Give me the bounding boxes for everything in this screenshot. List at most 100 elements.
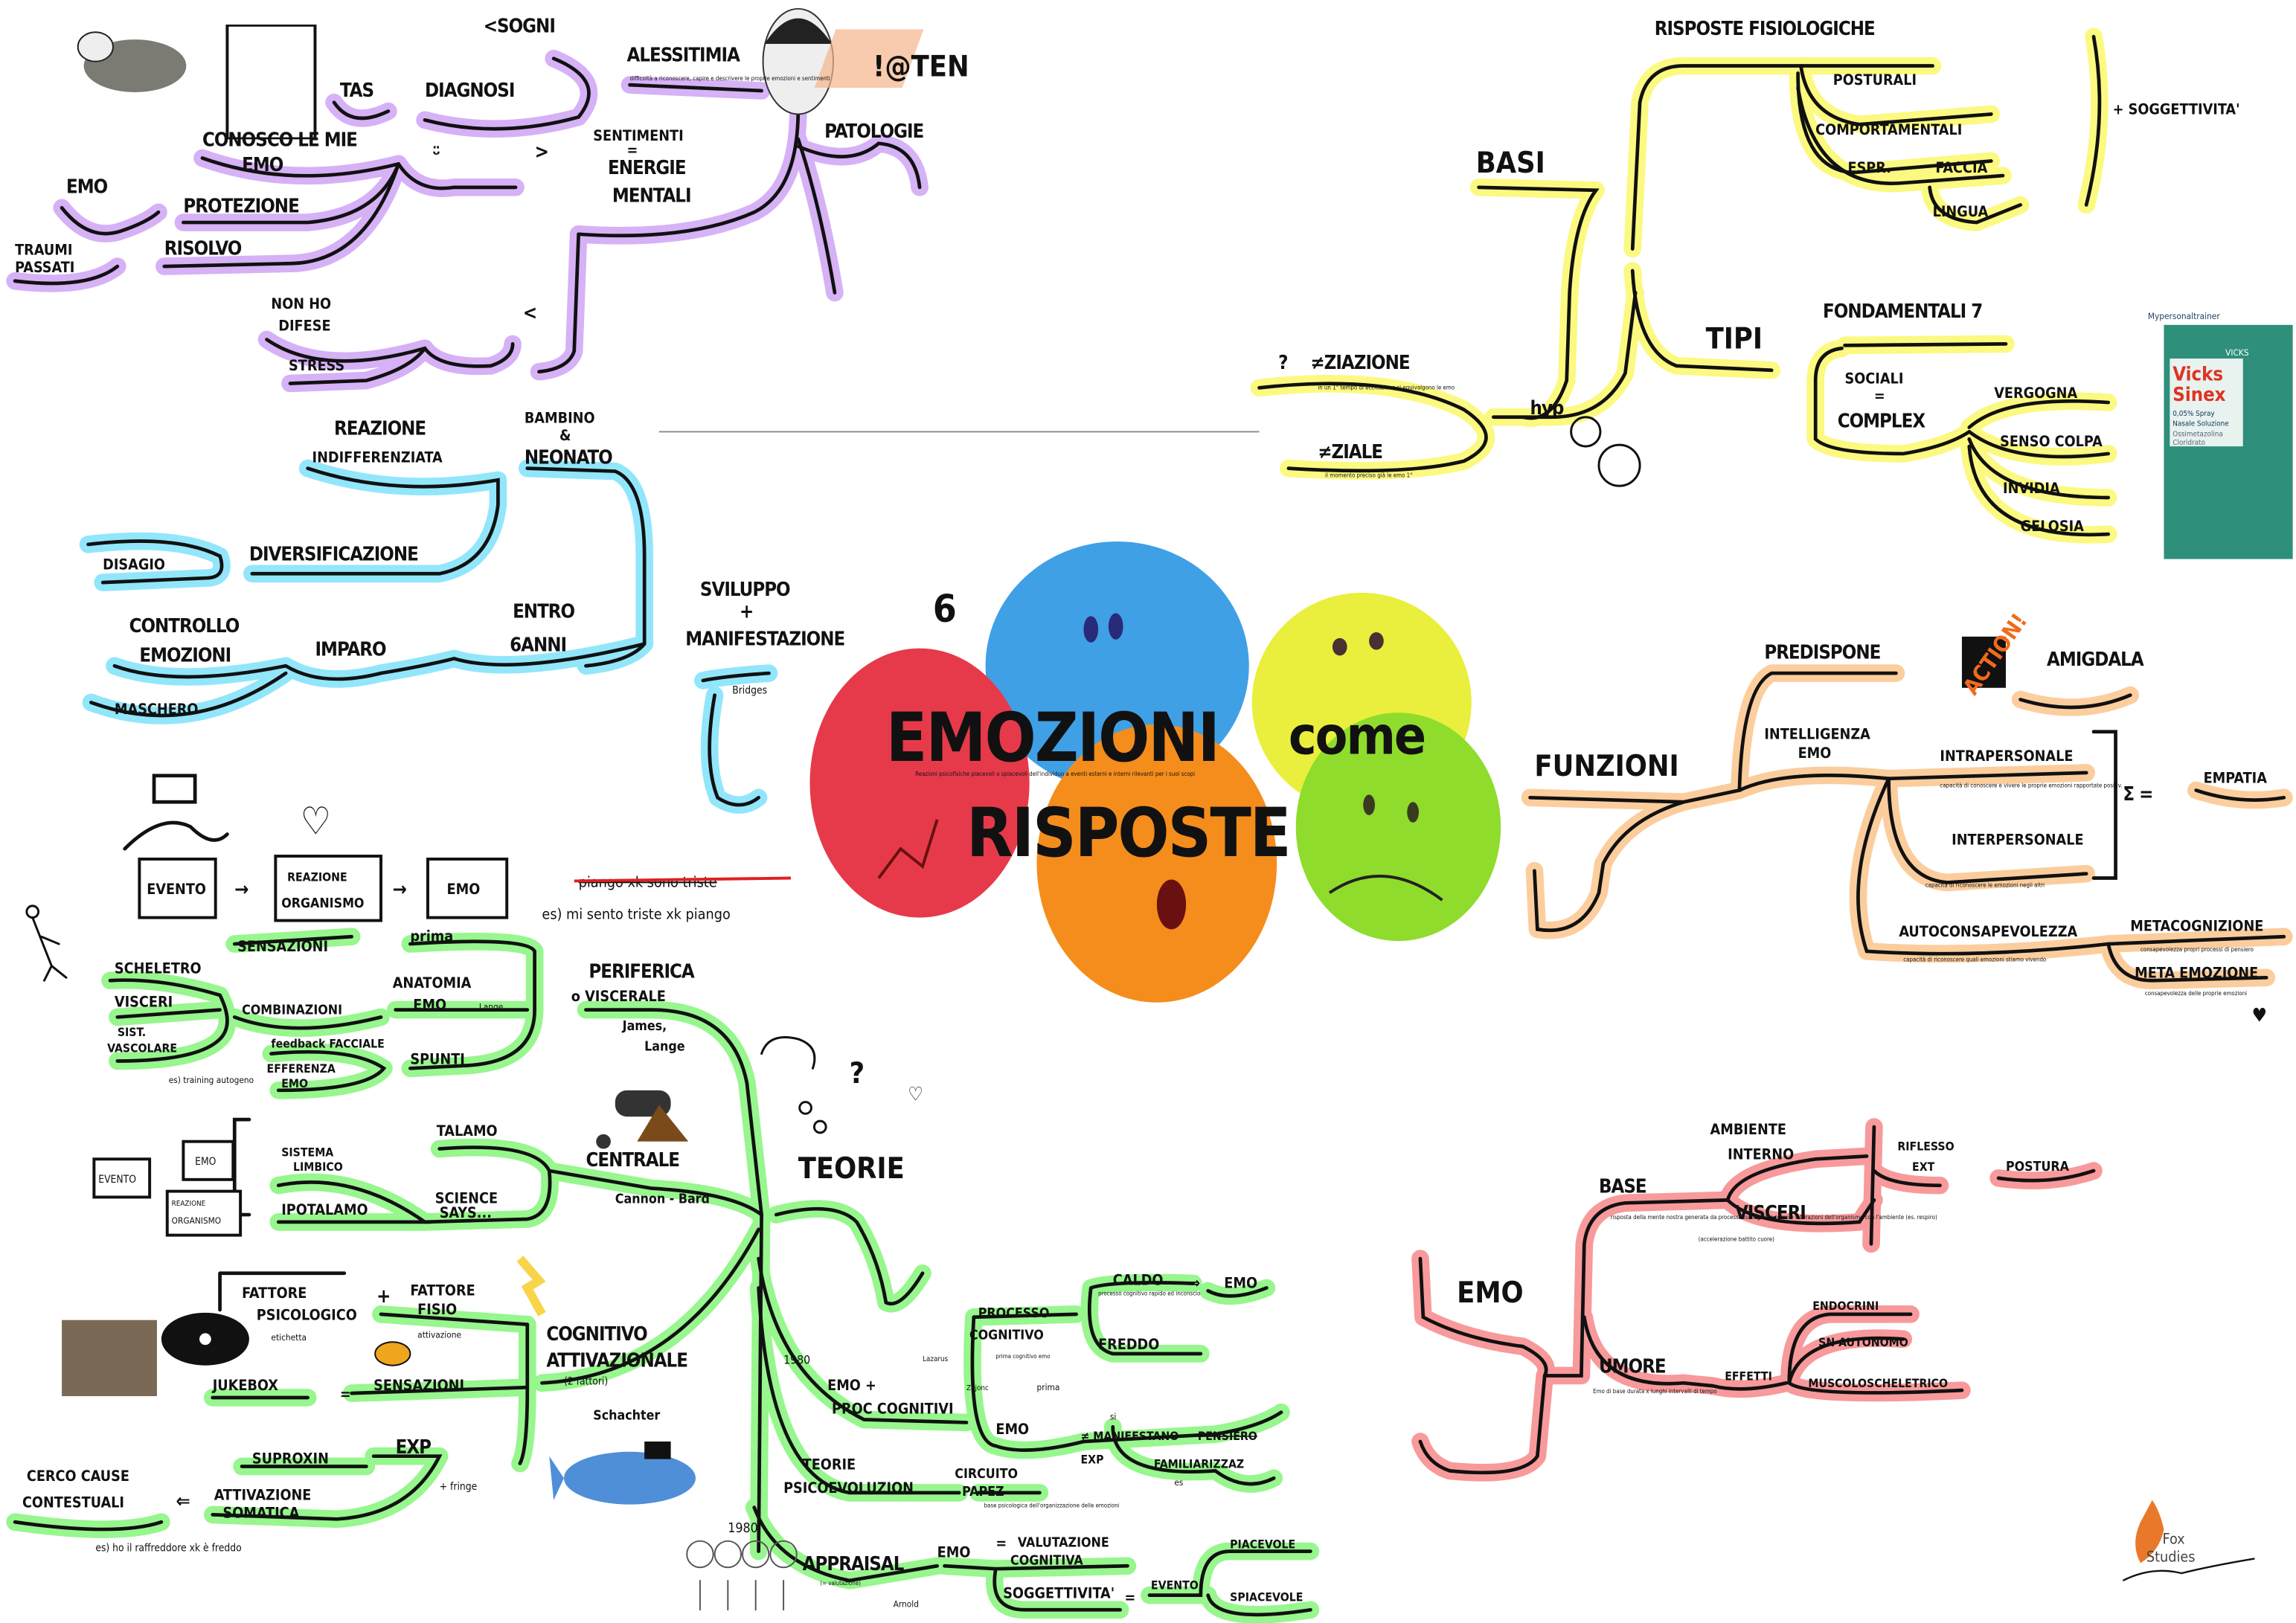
node-sentimenti-line1: SENTIMENTI: [593, 127, 683, 144]
flow-arrow-1: →: [234, 878, 248, 901]
node-prima: prima: [410, 928, 453, 945]
node-lingua: LINGUA: [1933, 203, 1989, 220]
node-alessitimia: ALESSITIMIA: [627, 45, 741, 67]
node-disagio: DISAGIO: [103, 556, 165, 573]
node-cerco-line1: CERCO CAUSE: [27, 1468, 129, 1485]
node-circuito-line2: PAPEZ: [962, 1485, 1004, 1500]
neq-sign: =: [995, 1535, 1007, 1552]
node-bambino-line1: BAMBINO: [525, 410, 595, 427]
label-prima: prima: [1036, 1382, 1059, 1392]
label-zajonc: Zajonc: [966, 1384, 989, 1392]
rollercoaster-doodle: [123, 774, 229, 851]
node-reazione-line2: INDIFFERENZIATA: [312, 449, 443, 466]
node-sogni: <SOGNI: [484, 15, 555, 37]
ziazione-note: in un 1° tempo di eccitazione si equival…: [1318, 384, 1455, 391]
node-comportamentali: COMPORTAMENTALI: [1815, 121, 1962, 138]
node-jukebox: JUKEBOX: [212, 1377, 279, 1394]
node-freddo: FREDDO: [1098, 1336, 1159, 1353]
node-traumi-line1: TRAUMI: [15, 241, 72, 258]
label-schachter: Schachter: [593, 1409, 660, 1424]
node-cerco-line2: CONTESTUALI: [22, 1494, 124, 1511]
node-processo-line2: COGNITIVO: [969, 1328, 1044, 1343]
node-anatomia-line1: ANATOMIA: [393, 974, 472, 992]
node-conosco-line2: EMO: [242, 154, 283, 176]
node-reazione-line1: REAZIONE: [334, 417, 426, 440]
node-vergogna: VERGOGNA: [1994, 385, 2077, 402]
branch-funzioni: FUNZIONI PREDISPONE ACTION! AMIGDALA INT…: [1521, 609, 2293, 1026]
node-valutazione-line1: VALUTAZIONE: [1018, 1536, 1109, 1551]
flow-emo: EMO: [447, 881, 481, 898]
badger-image: [77, 31, 187, 92]
node-protezione: PROTEZIONE: [183, 195, 299, 217]
node-controllo-line1: CONTROLLO: [129, 615, 240, 637]
node-traumi-line2: PASSATI: [15, 259, 74, 276]
node-tas: TAS: [340, 80, 373, 102]
node-attivazione-line1: ATTIVAZIONE: [214, 1487, 312, 1504]
node-stress: STRESS: [289, 357, 344, 374]
node-processo-line1: PROCESSO: [978, 1306, 1050, 1321]
node-psicoevo-line2: PSICOEVOLUZION: [783, 1479, 914, 1497]
node-attivazione-line2: SOMATICA: [223, 1504, 300, 1521]
hashtag-doodle-icon: [1597, 443, 1641, 487]
mini-box-reazione: [165, 1189, 243, 1237]
node-emo-red: EMO: [1457, 1276, 1524, 1310]
node-soggettivita: + SOGGETTIVITA': [2113, 100, 2240, 118]
node-fondamentali: FONDAMENTALI 7: [1823, 301, 1982, 323]
node-teorie: TEORIE: [798, 1151, 905, 1186]
alessitimia-note: difficoltà a riconoscere, capire e descr…: [629, 75, 830, 82]
node-effetti: EFFETTI: [1725, 1369, 1772, 1383]
node-risposte-fisiologiche: RISPOSTE FISIOLOGICHE: [1655, 18, 1875, 40]
label-james: James,: [622, 1019, 667, 1034]
clapperboard-icon: [1961, 636, 2006, 688]
mini-evento: EVENTO: [98, 1174, 136, 1186]
scribble-text: !@TEN: [873, 49, 969, 83]
node-difese-line2: DIFESE: [278, 318, 330, 335]
node-suproxin: SUPROXIN: [252, 1450, 329, 1468]
correct-example: es) mi sento triste xk piango: [542, 906, 730, 923]
label-attivazione: attivazione: [417, 1329, 461, 1340]
left-arrow: ⇐: [176, 1491, 190, 1513]
node-periferica-line1: PERIFERICA: [589, 960, 695, 983]
label-lazarus: Lazarus: [923, 1355, 949, 1363]
central-title: 6 EMOZIONI come RISPOSTE Reazioni psicof…: [809, 541, 1501, 1003]
label-fringe: + fringe: [440, 1481, 478, 1493]
year-1980-a: 1980: [783, 1353, 810, 1367]
node-psicoevo-line1: TEORIE: [803, 1456, 856, 1473]
node-hyp: hyp: [1530, 397, 1564, 420]
ziale-note: il momento preciso già le emo 1°: [1325, 472, 1413, 478]
node-senso-colpa: SENSO COLPA: [2000, 433, 2103, 450]
vicks-name2: Sinex: [2172, 384, 2225, 406]
node-diversificazione: DIVERSIFICAZIONE: [249, 544, 418, 566]
flow-evento: EVENTO: [147, 881, 206, 898]
node-sviluppo-line3: MANIFESTAZIONE: [685, 629, 844, 651]
node-bambino-line3: NEONATO: [525, 447, 612, 469]
vicks-desc2: Nasale Soluzione: [2172, 420, 2228, 428]
node-cognitivo-line3: (2 fattori): [564, 1375, 608, 1387]
node-caldo: CALDO: [1113, 1271, 1164, 1288]
question-doodle: ?: [850, 1056, 865, 1090]
freddo-example: es) ho il raffreddore xk è freddo: [95, 1543, 241, 1555]
struck-example: piango xk sono triste: [579, 873, 717, 890]
node-sviluppo-line1: SVILUPPO: [700, 579, 790, 601]
title-line3: RISPOSTE: [966, 794, 1290, 872]
node-imparo: IMPARO: [315, 638, 386, 661]
node-efferenza-line2: EMO: [281, 1076, 308, 1090]
vinyl-record-image: [161, 1312, 249, 1366]
node-sentimenti-line3: ENERGIE: [608, 157, 686, 179]
node-emo: EMO: [66, 176, 108, 199]
coin-icon: [374, 1341, 411, 1366]
node-muscoloscheletrico: MUSCOLOSCHELETRICO: [1808, 1376, 1948, 1390]
label-si: si: [1110, 1412, 1116, 1422]
node-limbico-line2: LIMBICO: [293, 1160, 343, 1174]
node-exp: EXP: [396, 1436, 431, 1459]
shark-image: [549, 1442, 696, 1505]
appraisal-note: (= valutazione): [820, 1580, 861, 1587]
node-emo-4: EMO: [937, 1543, 971, 1561]
node-anatomia-line2: EMO: [413, 997, 446, 1014]
node-sist-line1: SIST.: [118, 1025, 146, 1039]
node-fisio-line1: FATTORE: [410, 1282, 475, 1299]
node-bambino-line2: &: [559, 427, 571, 444]
umore-note: Emo di base durata x lunghi intervalli d…: [1593, 1388, 1716, 1395]
label-arnold: Arnold: [894, 1598, 919, 1609]
metacognizione-note: consapevolezza propri processi di pensie…: [2141, 946, 2254, 953]
